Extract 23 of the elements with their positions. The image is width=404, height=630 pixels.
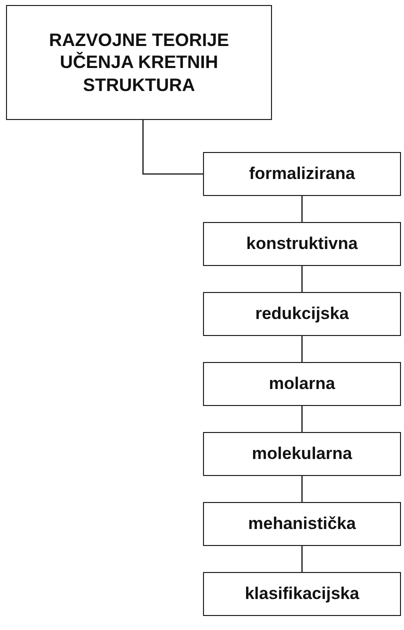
connector-line	[301, 266, 303, 292]
box-label: formalizirana	[249, 163, 355, 185]
connector-line	[301, 476, 303, 502]
connector-line	[301, 546, 303, 572]
connector-line	[301, 406, 303, 432]
category-box	[203, 292, 401, 336]
category-box	[203, 502, 401, 546]
connector-line	[301, 196, 303, 222]
category-box	[203, 362, 401, 406]
box-label: konstruktivna	[246, 233, 358, 255]
box-label: molarna	[268, 373, 336, 395]
category-box	[203, 432, 401, 476]
box-label: mehanistička	[248, 513, 356, 535]
box-label: redukcijska	[255, 303, 349, 325]
box-label: RAZVOJNE TEORIJE UČENJA KRETNIH STRUKTURA	[48, 28, 230, 96]
category-box	[203, 222, 401, 266]
box-label: klasifikacijska	[244, 583, 360, 605]
connector-line	[142, 120, 203, 175]
box-label: molekularna	[252, 443, 352, 465]
connector-line	[301, 336, 303, 362]
category-box	[203, 152, 401, 196]
category-box	[203, 572, 401, 616]
title-box	[6, 5, 272, 120]
